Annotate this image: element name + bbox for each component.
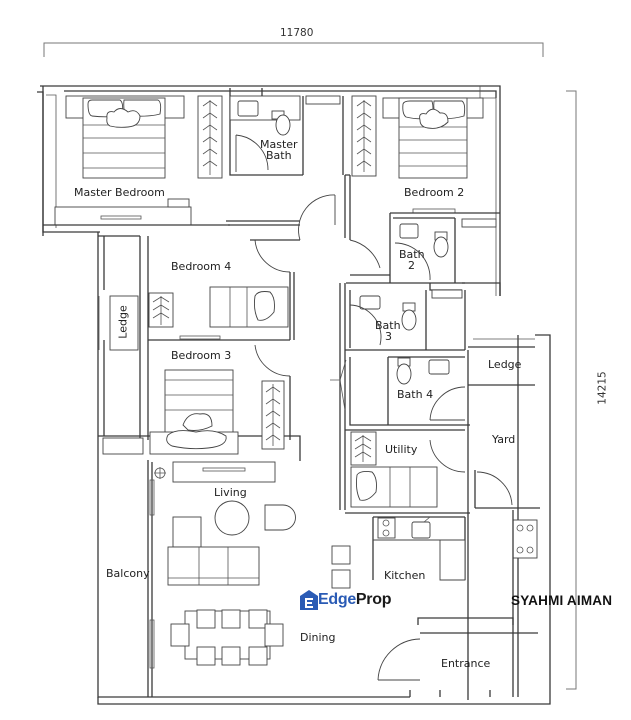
bedroom2-furniture (351, 95, 500, 214)
living-dining-furniture (102, 437, 296, 697)
dimension-height-line (566, 90, 577, 690)
room-label-bath4: Bath 4 (397, 388, 434, 401)
room-label-ledge-left: Ledge (116, 305, 130, 339)
bedroom3-furniture (149, 369, 285, 455)
room-label-bath2-2: 2 (408, 259, 415, 272)
logo-text-prop: Prop (355, 591, 392, 608)
room-label-bedroom2: Bedroom 2 (404, 186, 465, 199)
room-label-bath3-1: Bath (375, 319, 401, 332)
master-wardrobe (197, 95, 223, 179)
room-label-ledge-right: Ledge (488, 358, 522, 371)
master-bedroom-furniture (43, 95, 230, 226)
room-label-dining: Dining (300, 631, 336, 644)
left-ledge (98, 236, 174, 440)
right-ledge-yard (429, 338, 540, 700)
width-dimension-label: 11780 (280, 27, 314, 39)
entrance (377, 617, 538, 697)
room-label-kitchen: Kitchen (384, 569, 426, 582)
bedroom4-furniture (179, 286, 289, 340)
room-label-utility: Utility (385, 443, 418, 456)
room-label-balcony: Balcony (106, 567, 150, 580)
room-label-bedroom4: Bedroom 4 (171, 260, 232, 273)
dimension-width-line (43, 42, 544, 57)
bath4 (330, 356, 470, 431)
room-label-bath3-2: 3 (385, 330, 392, 343)
room-label-yard: Yard (492, 433, 516, 446)
room-label-master-bedroom: Master Bedroom (74, 186, 165, 199)
kitchen-furniture (331, 510, 538, 625)
room-label-entrance: Entrance (441, 657, 491, 670)
outer-walls (37, 85, 551, 705)
room-label-bedroom3: Bedroom 3 (171, 349, 232, 362)
logo-text-edge: Edge (318, 591, 356, 608)
height-dimension-label: 14215 (596, 371, 609, 405)
room-label-bath2-1: Bath (399, 248, 425, 261)
agent-name: SYAHMI AIMAN (511, 593, 613, 608)
room-label-master-bath-1: Master (260, 138, 298, 151)
bath2 (346, 213, 501, 296)
utility-furniture (345, 431, 470, 514)
room-label-master-bath-2: Bath (266, 149, 292, 162)
bath3 (345, 289, 466, 351)
master-bath (229, 88, 350, 176)
house-icon (300, 590, 318, 610)
room-label-living: Living (214, 486, 247, 499)
